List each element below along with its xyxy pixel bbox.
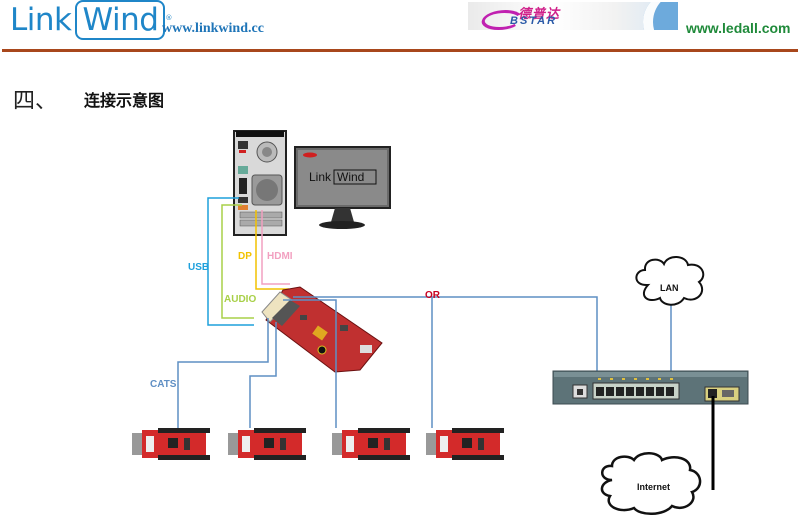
audio-cable xyxy=(221,204,254,319)
registered-mark: ® xyxy=(165,14,172,22)
receiver-card-2 xyxy=(228,428,306,460)
receiver-card-4 xyxy=(426,428,504,460)
bstar-wave-decoration xyxy=(643,2,678,30)
network-switch xyxy=(552,370,749,405)
linkwind-url[interactable]: www.linkwind.cc xyxy=(162,21,264,36)
dp-cable xyxy=(255,210,289,290)
bstar-chinese-name: 德普达 xyxy=(518,7,561,22)
bstar-english-name: BSTAR xyxy=(510,15,558,27)
computer-tower xyxy=(233,130,287,236)
cats-cable-2 xyxy=(249,322,277,428)
hdmi-label: HDMI xyxy=(267,251,293,262)
cats-cable-3 xyxy=(283,299,337,428)
lan-cloud: LAN xyxy=(635,256,705,306)
sender-card xyxy=(261,286,383,373)
or-cable xyxy=(293,296,598,390)
bstar-logo-banner: 德普达 BSTAR xyxy=(468,2,678,30)
lan-label: LAN xyxy=(660,283,679,293)
receiver-card-1 xyxy=(132,428,210,460)
cats-label: CATS xyxy=(150,379,177,390)
network-cables xyxy=(177,296,672,428)
monitor: Link Wind xyxy=(294,146,391,229)
ledall-url[interactable]: www.ledall.com xyxy=(686,20,791,36)
header-divider xyxy=(2,49,798,52)
or-label: OR xyxy=(425,290,440,301)
internet-cloud: Internet xyxy=(600,452,702,515)
cats-cable-1 xyxy=(177,318,269,428)
audio-label: AUDIO xyxy=(224,294,257,305)
usb-cable xyxy=(207,197,254,326)
dp-label: DP xyxy=(238,251,252,262)
linkwind-logo-wind: Wind xyxy=(75,0,166,40)
monitor-brand-link: Link xyxy=(309,170,332,184)
section-number: 四、 xyxy=(13,89,58,114)
section-title: 连接示意图 xyxy=(84,91,165,110)
internet-label: Internet xyxy=(637,482,670,492)
usb-label: USB xyxy=(188,262,210,273)
hdmi-cable xyxy=(261,210,290,285)
linkwind-logo-link: Link xyxy=(10,2,72,38)
monitor-brand-wind: Wind xyxy=(337,170,364,184)
receiver-card-3 xyxy=(332,428,410,460)
